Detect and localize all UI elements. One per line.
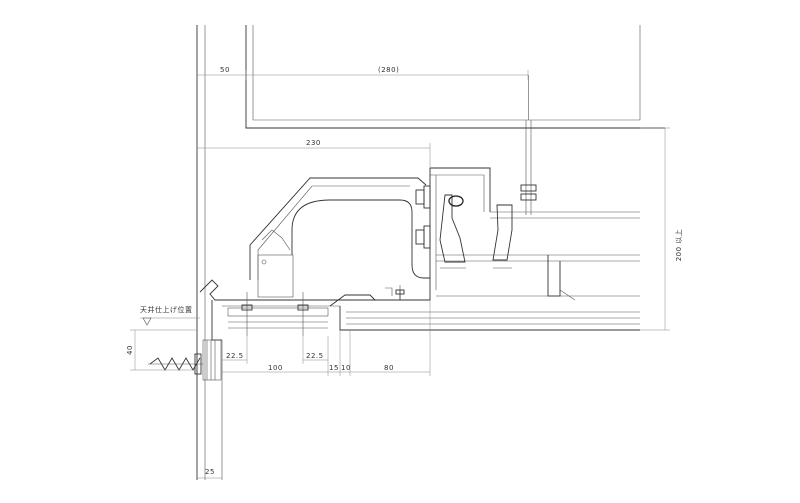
dimension-25: 25 xyxy=(197,468,222,479)
anchor-screw xyxy=(148,353,203,375)
ceiling-finish-label: 天井仕上げ位置 xyxy=(140,305,193,314)
dim-230: 230 xyxy=(306,139,321,147)
runner-screws xyxy=(241,285,405,336)
curtain-rail xyxy=(222,287,431,329)
dimension-230: 230 xyxy=(197,139,431,168)
upper-beam xyxy=(245,25,665,129)
edge-trim xyxy=(199,279,223,480)
ceiling-channel xyxy=(436,211,640,301)
hanging-bolt xyxy=(520,75,537,215)
dim-15: 15 xyxy=(329,364,339,372)
ceiling-board xyxy=(339,306,640,331)
wall xyxy=(196,25,206,480)
dim-22-5-right: 22.5 xyxy=(306,352,324,360)
dim-80: 80 xyxy=(384,364,394,372)
dim-280: (280) xyxy=(378,66,399,74)
dimension-top: 50 (280) xyxy=(197,66,529,80)
dim-50: 50 xyxy=(220,66,230,74)
steel-frame xyxy=(429,167,491,295)
dim-100: 100 xyxy=(268,364,283,372)
dimension-bottom: 22.5 22.5 100 15 10 80 xyxy=(221,300,431,376)
hanger-clips xyxy=(439,194,513,269)
dim-22-5-left: 22.5 xyxy=(226,352,244,360)
ceiling-finish-marker: 天井仕上げ位置 40 xyxy=(126,305,200,371)
curtain-box-bracket xyxy=(249,177,430,298)
dimension-200: 200 以上 xyxy=(640,127,683,331)
bracket-bolts xyxy=(415,185,431,249)
dim-40: 40 xyxy=(126,345,134,355)
dim-10: 10 xyxy=(341,364,351,372)
dim-25: 25 xyxy=(205,468,215,476)
dim-200: 200 以上 xyxy=(674,229,683,262)
